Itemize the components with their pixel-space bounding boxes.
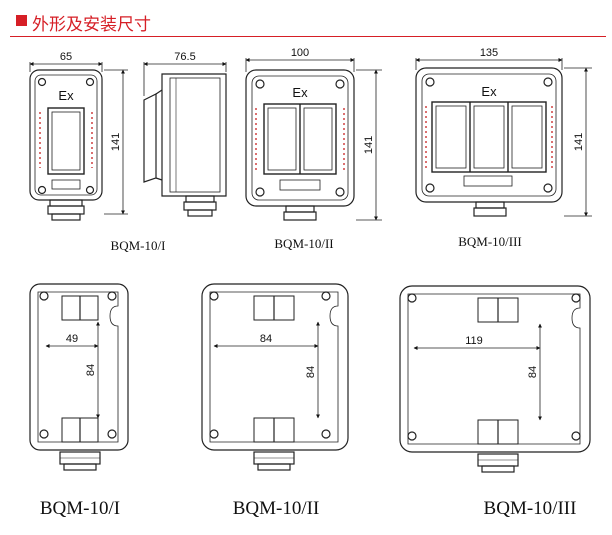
- caption-bottom-2: BQM-10/II: [233, 498, 320, 519]
- section-header: 外形及安装尺寸: [10, 4, 606, 37]
- section-title: 外形及安装尺寸: [32, 15, 151, 35]
- dim-width-1: 65: [60, 51, 72, 63]
- dim-width-2: 100: [291, 47, 309, 59]
- caption-top-3: BQM-10/III: [458, 234, 522, 249]
- dim-height-3: 141: [573, 133, 585, 151]
- dim-width-3: 135: [480, 47, 498, 59]
- mounting-view-bqm-10-1: [29, 283, 129, 471]
- dim-height-1: 141: [110, 133, 122, 151]
- dim-mount-1-width: 49: [66, 333, 78, 345]
- caption-bottom-3: BQM-10/III: [484, 498, 577, 519]
- mounting-view-bqm-10-2: [201, 283, 349, 471]
- dim-mount-3-width: 119: [465, 335, 483, 347]
- caption-top-2: BQM-10/II: [274, 236, 333, 251]
- dim-mount-1-height: 84: [85, 364, 97, 376]
- caption-bottom-1: BQM-10/I: [40, 498, 120, 519]
- dim-mount-3-height: 84: [527, 366, 539, 378]
- mounting-view-bqm-10-3: [399, 285, 591, 473]
- front-view-bqm-10-2: [245, 58, 382, 221]
- front-view-bqm-10-3: [415, 58, 592, 217]
- caption-top-1: BQM-10/I: [111, 238, 166, 253]
- dim-mount-2-width: 84: [260, 333, 272, 345]
- ex-label-3: Ex: [481, 84, 497, 99]
- dim-depth: 76.5: [174, 51, 195, 63]
- dim-mount-2-height: 84: [305, 366, 317, 378]
- ex-label-1: Ex: [58, 88, 74, 103]
- side-view: [143, 62, 227, 217]
- dim-height-2: 141: [363, 136, 375, 154]
- header-marker: [16, 15, 27, 26]
- header-rule: [10, 36, 606, 37]
- front-view-bqm-10-1: [29, 62, 128, 221]
- ex-label-2: Ex: [292, 85, 308, 100]
